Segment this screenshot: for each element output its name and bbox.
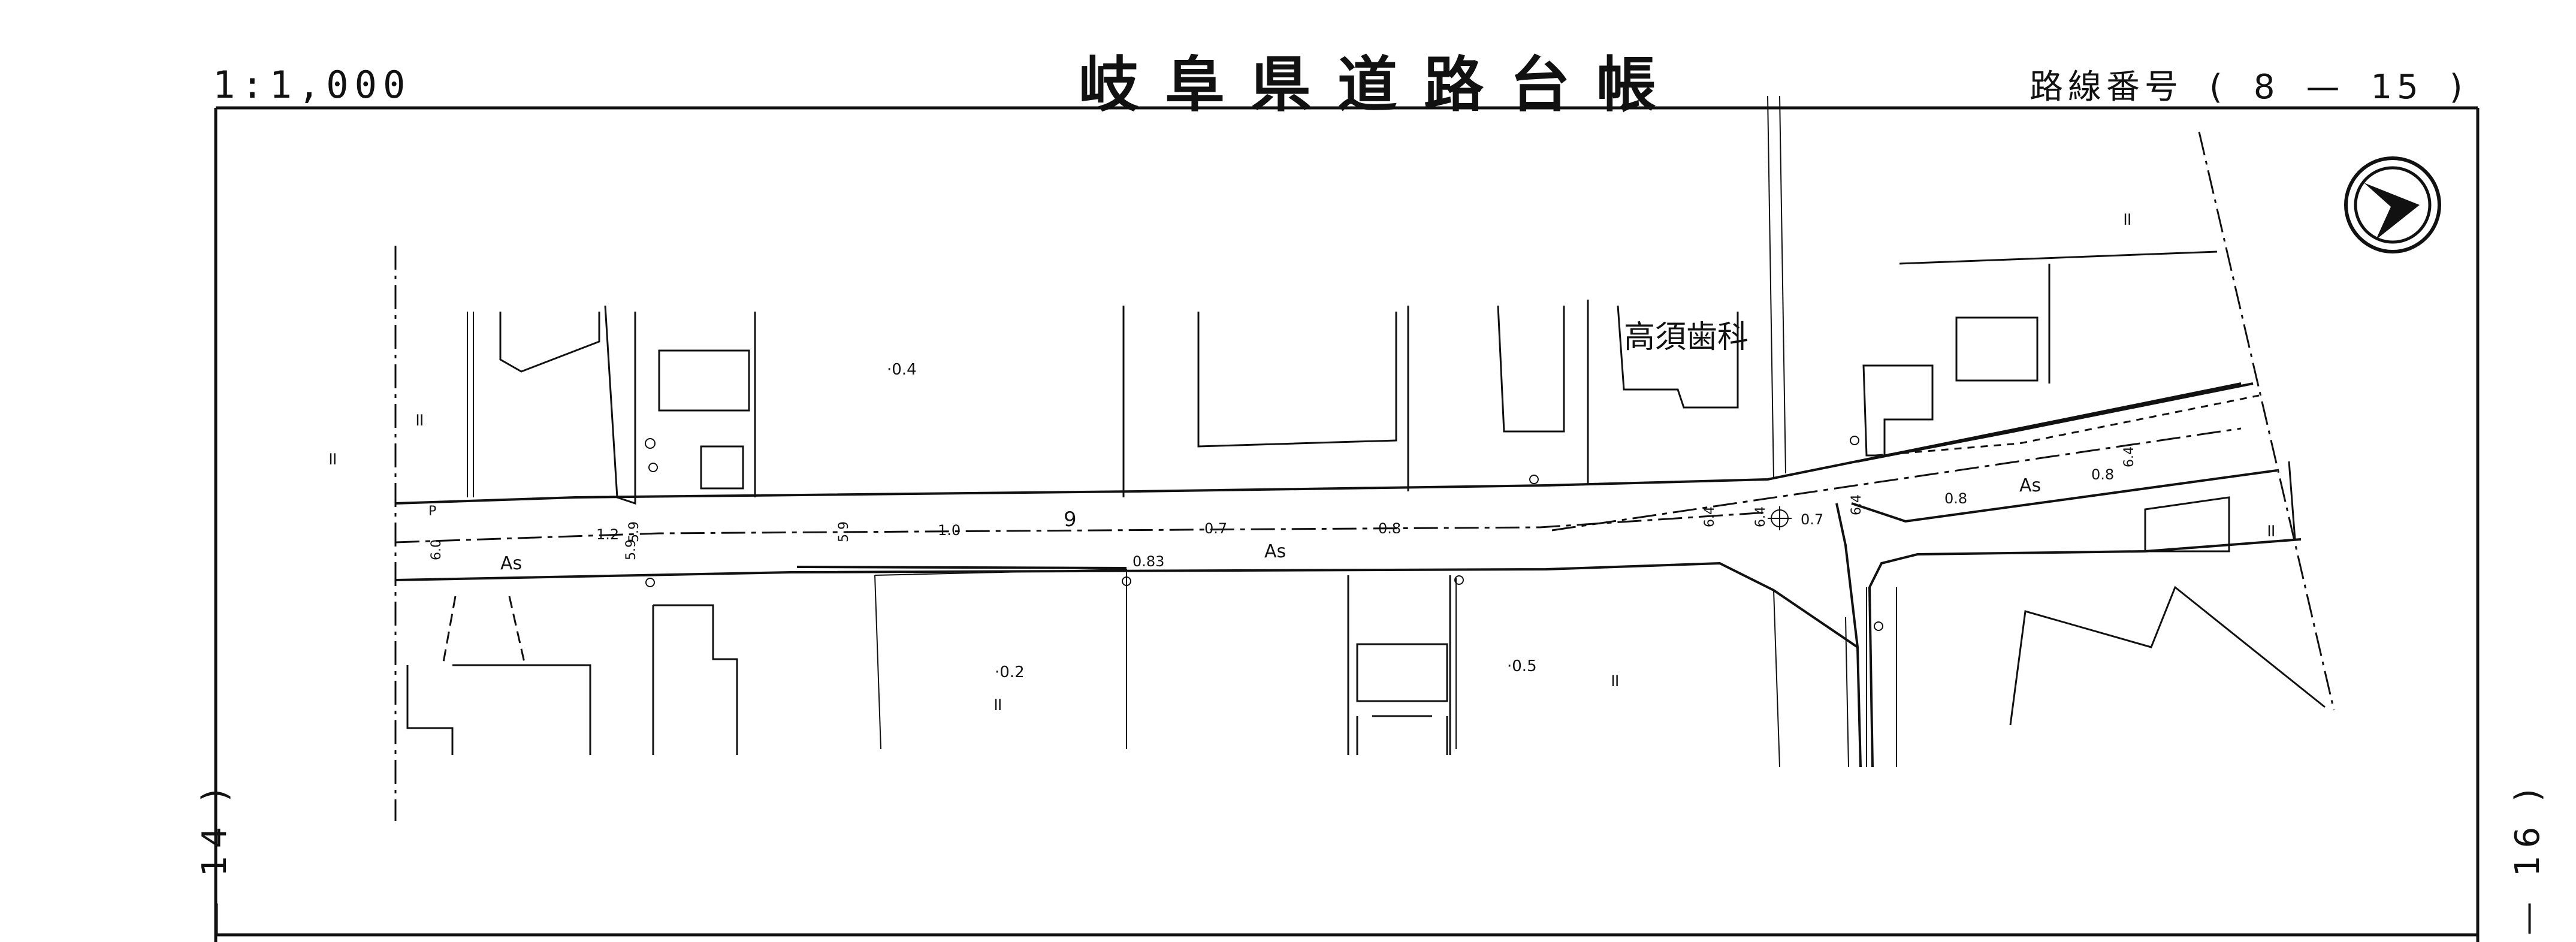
width-label: 5.9 [627, 521, 642, 542]
width-label: 0.83 [1133, 553, 1164, 570]
land-use-mark: ॥ [1609, 670, 1620, 691]
land-use-mark: ॥ [413, 409, 424, 430]
building-outlines [406, 250, 2326, 755]
land-use-mark: ॥ [327, 448, 337, 469]
parking-label: P [428, 504, 436, 519]
utility-symbols [645, 436, 1883, 631]
north-arrow-icon [2344, 156, 2441, 253]
land-use-mark: ॥ [2265, 520, 2276, 541]
pavement-label-right: As [2019, 475, 2041, 496]
width-label: 6.4 [1702, 506, 1717, 527]
route-sub-number: 15 [2370, 68, 2423, 107]
ditch-hatching [467, 95, 1897, 768]
spot-elevation: ·0.5 [1507, 657, 1537, 675]
pavement-label-center: As [1264, 541, 1286, 562]
width-label: 1.2 [596, 526, 619, 543]
route-dash: — [2306, 68, 2345, 107]
main-road [395, 382, 2302, 768]
route-number: 路線番号 (8 — 15) [2016, 60, 2481, 108]
width-label: 1.0 [938, 522, 961, 539]
station-number: 9 [1064, 508, 1077, 532]
route-open-paren: ( [2209, 68, 2227, 107]
width-label: 0.7 [1801, 511, 1823, 528]
route-close-paren: ) [2449, 68, 2468, 107]
route-label: 路線番号 [2030, 68, 2183, 107]
width-label: 0.8 [2091, 466, 2114, 483]
spot-elevation: ·0.4 [887, 361, 917, 379]
land-use-mark: ॥ [992, 694, 1002, 715]
width-label: 6.4 [2122, 446, 2137, 467]
width-label: 6.4 [1849, 494, 1864, 515]
map-scale: 1:1,000 [213, 63, 412, 107]
building-label: 高須歯科 [1624, 319, 1748, 355]
width-label: 6.0 [429, 539, 444, 560]
width-label: 5.9 [836, 521, 851, 542]
width-label: 5.9 [624, 539, 639, 560]
width-label: 6.4 [1753, 506, 1768, 527]
route-main-number: 8 [2253, 68, 2280, 107]
pavement-label-left: As [500, 553, 522, 574]
map-frame [214, 106, 2480, 942]
width-label: 0.7 [1204, 520, 1227, 537]
survey-limit-lines [394, 131, 2335, 821]
land-use-mark: ॥ [2121, 209, 2132, 230]
width-label: 0.8 [1378, 520, 1401, 537]
spot-elevation: ·0.2 [995, 663, 1025, 681]
map-labels: 高須歯科 As As As P 6.0 1.2 5.9 5.9 5.9 1.0 … [327, 209, 2276, 715]
width-label: 0.8 [1944, 490, 1967, 507]
